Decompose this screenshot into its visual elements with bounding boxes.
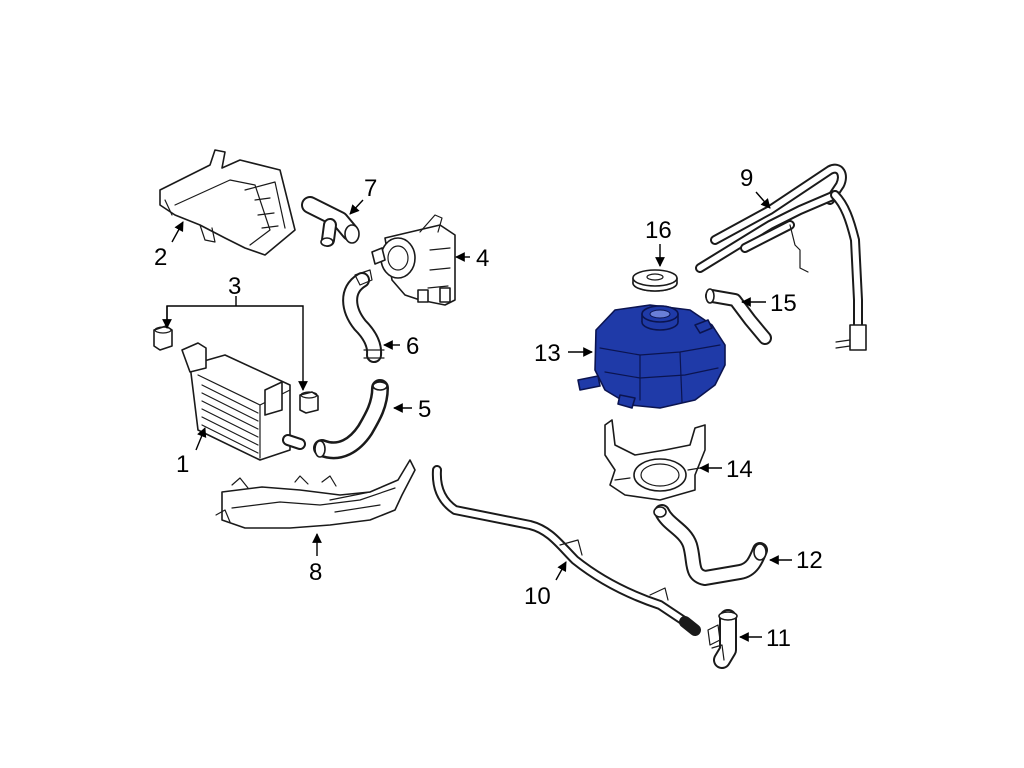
callout-labels: 1 2 3 4 5 6 7 8 9 10 11 12 13 14 15 16 [154, 165, 823, 652]
callout-14: 14 [726, 456, 753, 483]
callout-12: 12 [796, 547, 823, 574]
part-1-cooler[interactable] [181, 342, 306, 461]
part-8-hose-assembly[interactable] [215, 459, 416, 529]
callout-2: 2 [154, 244, 167, 271]
part-3-grommets[interactable] [153, 325, 319, 414]
part-10-long-hose[interactable] [431, 465, 701, 636]
part-6-hose[interactable] [342, 269, 385, 363]
callout-5: 5 [418, 396, 431, 423]
callout-6: 6 [406, 333, 419, 360]
callout-3: 3 [228, 273, 241, 300]
part-7-fitting[interactable] [301, 196, 360, 247]
part-15-hose[interactable] [705, 288, 772, 345]
leader-lines [162, 191, 792, 642]
callout-11: 11 [766, 625, 791, 652]
part-16-cap[interactable] [632, 269, 678, 292]
part-4-pump[interactable] [371, 214, 456, 306]
part-12-hose[interactable] [653, 504, 768, 586]
part-14-bracket[interactable] [604, 419, 706, 501]
callout-9: 9 [740, 165, 753, 192]
callout-8: 8 [309, 559, 322, 586]
part-2-bracket[interactable] [159, 149, 296, 256]
callout-10: 10 [524, 583, 551, 610]
part-13-reservoir[interactable] [577, 304, 726, 409]
callout-13: 13 [534, 340, 561, 367]
part-9-tube-assembly[interactable] [695, 163, 867, 351]
callout-1: 1 [176, 451, 189, 478]
callout-7: 7 [364, 175, 377, 202]
callout-15: 15 [770, 290, 797, 317]
part-5-hose[interactable] [313, 379, 389, 460]
part-11-fitting[interactable] [707, 609, 738, 669]
callout-4: 4 [476, 245, 489, 272]
callout-16: 16 [645, 217, 672, 244]
